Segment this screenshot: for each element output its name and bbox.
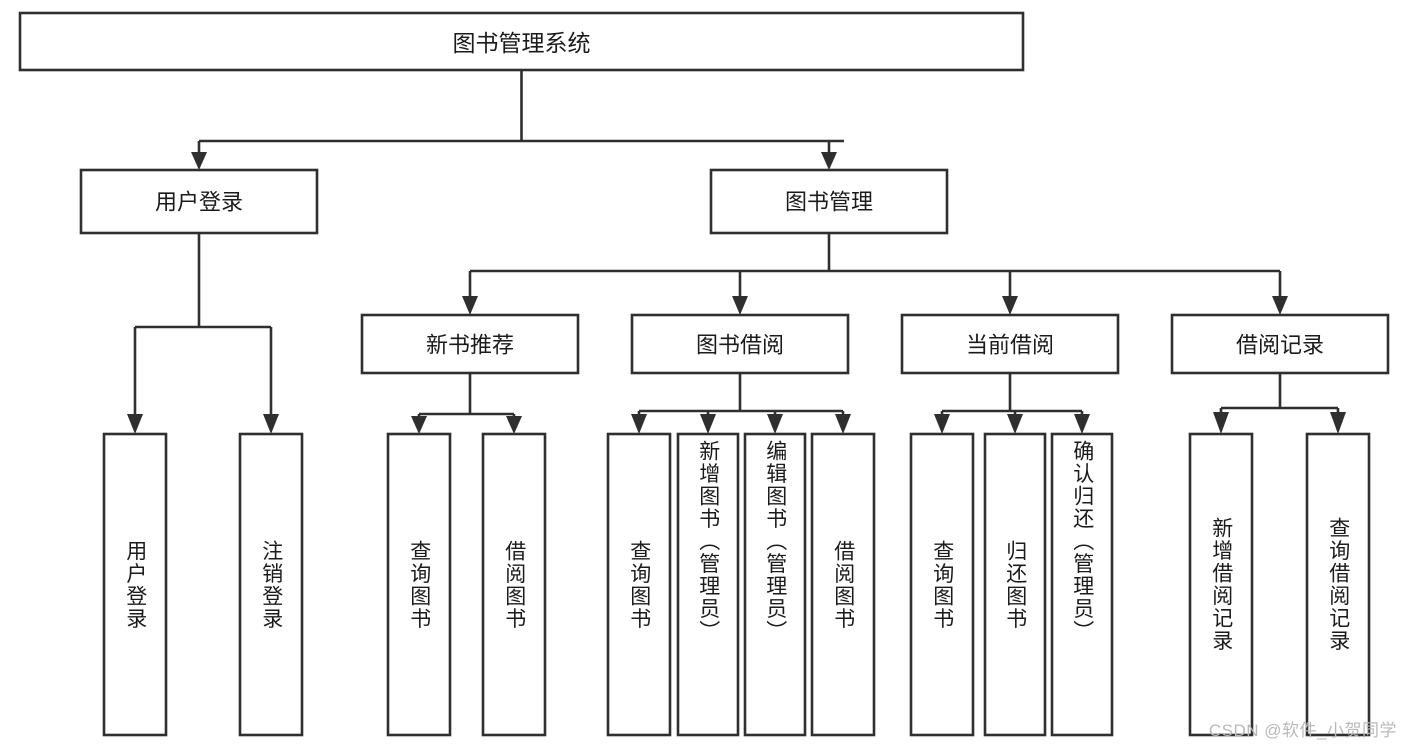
leaf-box-logout[interactable] — [238, 432, 304, 737]
leaf-box-add-borrow-record[interactable] — [1188, 432, 1254, 737]
node-root[interactable]: 图书管理系统 — [18, 11, 1025, 72]
node-root-box[interactable] — [18, 11, 1025, 72]
leaf-box-confirm-return-admin[interactable] — [1050, 432, 1114, 737]
node-book-management[interactable]: 图书管理 — [709, 168, 949, 235]
arrowhead-currentborrow-leaf-2 — [1007, 414, 1023, 434]
node-book-management-box[interactable] — [709, 168, 949, 235]
arrowhead-newbook-leaf-1 — [411, 416, 427, 434]
arrowhead-current-borrow — [1002, 296, 1018, 315]
leaf-box-query-book-current[interactable] — [909, 432, 975, 737]
leaf-box-edit-book-admin[interactable] — [743, 432, 807, 737]
arrowhead-leaf-logout — [263, 414, 279, 434]
node-borrow-record-box[interactable] — [1170, 313, 1390, 375]
arrowhead-bookborrow-leaf-1 — [631, 414, 647, 434]
leaf-box-group — [102, 432, 1371, 737]
arrowhead-currentborrow-leaf-3 — [1074, 414, 1090, 434]
node-root-label: 图书管理系统 — [453, 30, 591, 56]
connector-group — [127, 70, 1346, 434]
node-user-login-label: 用户登录 — [155, 190, 243, 215]
leaf-box-query-borrow-record[interactable] — [1305, 432, 1371, 737]
leaf-box-borrow-book-rec[interactable] — [481, 432, 547, 737]
leaf-box-return-book[interactable] — [983, 432, 1047, 737]
arrowhead-leaf-user-login — [127, 414, 143, 434]
arrowhead-borrow-record — [1272, 296, 1288, 315]
leaf-box-user-login[interactable] — [102, 432, 168, 737]
arrowhead-book-borrow — [732, 296, 748, 315]
node-book-management-label: 图书管理 — [785, 190, 873, 215]
arrowhead-newbook-leaf-2 — [506, 416, 522, 434]
arrowhead-user-login — [191, 152, 207, 170]
arrowhead-borrowrecord-leaf-1 — [1213, 412, 1229, 434]
arrowhead-book-mgmt — [821, 152, 837, 170]
node-book-borrow[interactable]: 图书借阅 — [630, 313, 850, 375]
node-borrow-record-label: 借阅记录 — [1236, 333, 1324, 358]
node-borrow-record[interactable]: 借阅记录 — [1170, 313, 1390, 375]
arrowhead-bookborrow-leaf-3 — [767, 414, 783, 434]
arrowhead-borrowrecord-leaf-2 — [1330, 412, 1346, 434]
node-current-borrow[interactable]: 当前借阅 — [900, 313, 1120, 375]
leaf-box-borrow-book[interactable] — [810, 432, 876, 737]
node-new-book-recommend-label: 新书推荐 — [426, 333, 514, 358]
node-user-login[interactable]: 用户登录 — [79, 168, 319, 235]
arrowhead-currentborrow-leaf-1 — [934, 414, 950, 434]
arrowhead-bookborrow-leaf-4 — [835, 414, 851, 434]
csdn-watermark: CSDN @软件_小贺同学 — [1208, 721, 1397, 740]
node-book-borrow-label: 图书借阅 — [696, 333, 784, 358]
node-new-book-recommend-box[interactable] — [360, 313, 580, 375]
node-new-book-recommend[interactable]: 新书推荐 — [360, 313, 580, 375]
arrowhead-new-book-rec — [462, 296, 478, 315]
node-book-borrow-box[interactable] — [630, 313, 850, 375]
node-current-borrow-label: 当前借阅 — [966, 333, 1054, 358]
leaf-box-query-book-borrow[interactable] — [606, 432, 672, 737]
node-current-borrow-box[interactable] — [900, 313, 1120, 375]
node-user-login-box[interactable] — [79, 168, 319, 235]
arrowhead-bookborrow-leaf-2 — [700, 414, 716, 434]
leaf-box-query-book-rec[interactable] — [386, 432, 452, 737]
leaf-box-add-book-admin[interactable] — [676, 432, 740, 737]
